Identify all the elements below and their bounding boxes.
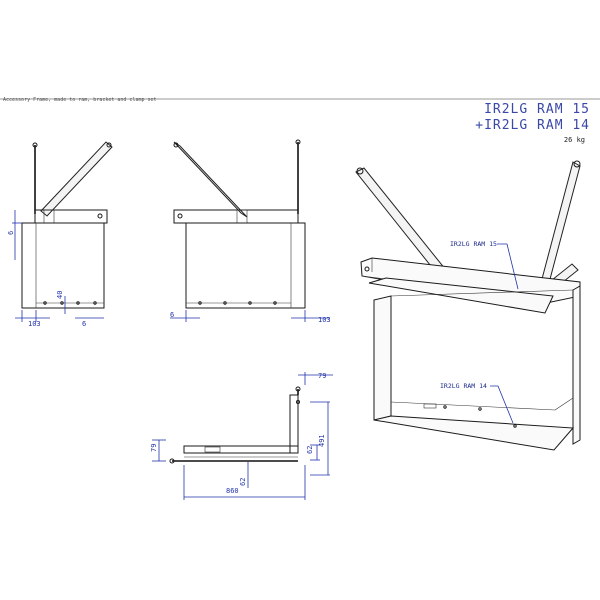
left-frame-body [21, 222, 105, 309]
plan-vertical-leg [289, 394, 299, 454]
title-line-1: IR2LG RAM 15 [484, 102, 590, 117]
iso-frame-left-wall [373, 295, 392, 421]
iso-top-plate [368, 277, 554, 314]
plan-dim-low: 62 [239, 478, 247, 486]
plan-dim-left: 79 [150, 444, 158, 452]
right-frame-body [185, 222, 306, 309]
callout-lower-label: IR2LG RAM 14 [440, 382, 487, 390]
top-view: 79 491 62 79 62 860 [150, 372, 333, 500]
plan-dim-width: 860 [226, 487, 239, 495]
front-view-right: 6 103 [170, 139, 331, 324]
left-dim-height: 6 [7, 231, 15, 235]
plan-dim-top: 79 [318, 372, 326, 380]
title-line-2: +IR2LG RAM 14 [475, 118, 590, 133]
front-view-left: 6 103 40 6 [7, 141, 113, 328]
weight-label: 26 kg [564, 136, 585, 144]
callout-lower-leader [490, 385, 514, 424]
left-dim-offset: 103 [28, 320, 41, 328]
iso-frame-bottom [373, 415, 575, 451]
plan-horizontal-leg [183, 445, 299, 454]
plan-dim-inner: 62 [306, 446, 314, 454]
left-dim-small: 40 [56, 291, 64, 299]
right-top-rail [173, 209, 299, 224]
isometric-view: IR2LG RAM 15 IR2LG RAM 14 [355, 160, 581, 451]
right-dim-offset: 103 [318, 316, 331, 324]
left-dim-gap: 6 [82, 320, 86, 328]
callout-upper-label: IR2LG RAM 15 [450, 240, 497, 248]
left-diagonal-arm [40, 141, 113, 217]
header-strip-text: Accessory Frame, made to ram, bracket an… [3, 97, 157, 103]
right-diagonal-arm [173, 141, 248, 218]
plan-dim-side: 491 [318, 434, 326, 447]
iso-frame-right-wall [572, 285, 581, 445]
right-dim-gap: 6 [170, 311, 174, 319]
callout-upper-leader [497, 243, 519, 290]
